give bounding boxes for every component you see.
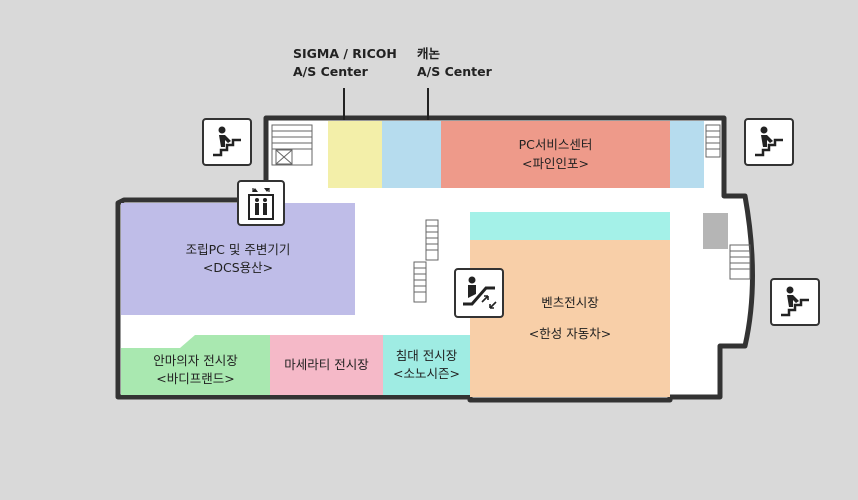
bed-name: 침대 전시장 (395, 347, 458, 363)
gray-pillar (703, 213, 728, 249)
bed-brand: <소노시즌> (393, 366, 460, 381)
stairs-person-icon (781, 286, 809, 317)
canon-room[interactable] (382, 121, 441, 188)
elevator-icon (248, 188, 274, 220)
assembly-pc-brand: <DCS용산> (202, 260, 274, 275)
maserati-room[interactable]: 마세라티 전시장 (270, 335, 383, 395)
escalator-icon (463, 276, 497, 309)
maserati-name: 마세라티 전시장 (284, 356, 369, 372)
benz-strip (470, 212, 670, 240)
sigma-ricoh-label: SIGMA / RICOH A/S Center (293, 46, 397, 80)
massage-chair-room[interactable]: 안마의자 전시장 <바디프랜드> (121, 345, 270, 395)
stairs-person-icon (213, 126, 241, 157)
benz-brand: <한성 자동차> (528, 325, 612, 341)
benz-name: 벤츠전시장 (541, 295, 599, 311)
stairs-person-icon (755, 126, 783, 157)
pc-service-brand: <파인인포> (522, 155, 589, 171)
massage-chair-brand: <바디프랜드> (156, 371, 235, 386)
sigma-leader-line (343, 88, 345, 120)
bed-room[interactable]: 침대 전시장 <소노시즌> (383, 335, 470, 395)
sigma-ricoh-room[interactable] (328, 121, 382, 188)
pc-service-name: PC서비스센터 (518, 137, 593, 153)
stairs-icon-right[interactable] (770, 278, 820, 326)
elevator-icon-box[interactable] (237, 180, 285, 226)
massage-chair-name: 안마의자 전시장 (153, 352, 238, 368)
blue-side-room[interactable] (670, 121, 704, 188)
assembly-pc-name: 조립PC 및 주변기기 (185, 241, 291, 257)
canon-leader-line (427, 88, 429, 120)
stairs-icon-top-left[interactable] (202, 118, 252, 166)
escalator-icon-box[interactable] (454, 268, 504, 318)
canon-label: 캐논 A/S Center (417, 46, 492, 80)
benz-room[interactable]: 벤츠전시장 <한성 자동차> (470, 240, 670, 397)
pc-service-room[interactable]: PC서비스센터 <파인인포> (441, 121, 670, 188)
stairs-icon-top-right[interactable] (744, 118, 794, 166)
